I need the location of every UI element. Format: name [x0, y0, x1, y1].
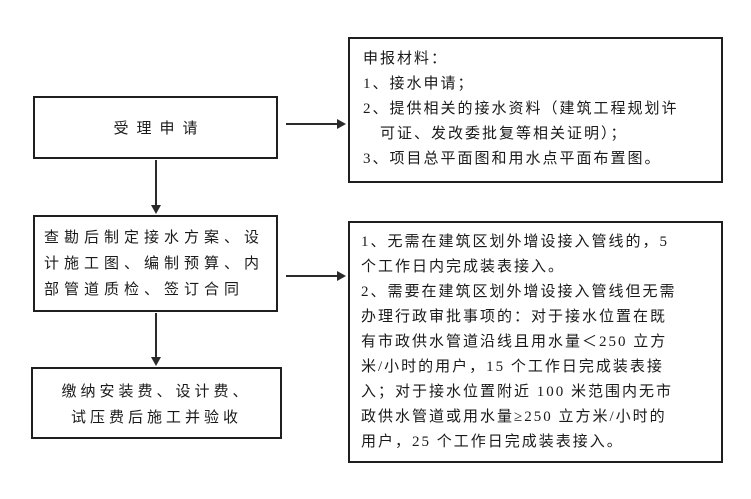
- arrow-shaft: [286, 275, 337, 277]
- flow-box-survey-and-design: 查勘后制定接水方案、设 计施工图、编制预算、内 部管道质检、签订合同: [33, 215, 278, 312]
- arrow-shaft: [286, 123, 337, 125]
- arrow-shaft: [155, 160, 157, 205]
- arrow-survey-to-pay: [151, 313, 161, 366]
- arrow-right-icon: [337, 271, 346, 281]
- text-line: 2、需要在建筑区划外增设接入管线但无需: [361, 284, 677, 300]
- arrow-accept-to-survey: [151, 160, 161, 214]
- text-line: 试压费后施工并验收: [70, 410, 242, 426]
- text-line: 3、项目总平面图和用水点平面布置图。: [363, 151, 662, 167]
- arrow-right-icon: [337, 119, 346, 129]
- text-line: 办理行政审批事项的：对于接水位置在既: [361, 309, 668, 325]
- arrow-survey-to-timelines: [286, 271, 346, 281]
- flow-box-pay-fees-construct: 缴纳安装费、设计费、 试压费后施工并验收: [31, 367, 282, 439]
- text-line: 可证、发改委批复等相关证明）；: [380, 126, 628, 142]
- text-line: 缴纳安装费、设计费、: [61, 384, 252, 400]
- text-line: 个工作日内完成装表接入。: [361, 259, 566, 275]
- text-line: 米/小时的用户，15 个工作日完成装表接: [361, 359, 664, 375]
- text-line: 计施工图、编制预算、内: [44, 256, 265, 272]
- text-line: 用户，25 个工作日完成装表接入。: [361, 434, 624, 450]
- text-line: 入；对于接水位置附近 100 米范围内无市: [361, 384, 674, 400]
- text-line: 部管道质检、签订合同: [44, 282, 245, 298]
- text-line: 1、接水申请；: [363, 76, 475, 92]
- arrow-accept-to-materials: [286, 119, 346, 129]
- text-line: 受理申请: [113, 121, 206, 137]
- text-line: 有市政供水管道沿线且用水量＜250 立方: [361, 334, 668, 350]
- arrow-down-icon: [151, 357, 161, 366]
- text-line: 查勘后制定接水方案、设: [44, 230, 265, 246]
- text-line: 申报材料：: [363, 51, 449, 67]
- text-line: 1、无需在建筑区划外增设接入管线的，5: [361, 234, 670, 250]
- text-line: 政供水管道或用水量≥250 立方米/小时的: [361, 409, 667, 425]
- arrow-down-icon: [151, 205, 161, 214]
- text-line: 2、提供相关的接水资料（建筑工程规划许: [363, 101, 679, 117]
- arrow-shaft: [155, 313, 157, 357]
- flow-box-accept-application: 受理申请: [33, 96, 278, 159]
- flow-box-installation-timelines: 1、无需在建筑区划外增设接入管线的，5 个工作日内完成装表接入。 2、需要在建筑…: [348, 221, 723, 463]
- flow-box-application-materials: 申报材料： 1、接水申请； 2、提供相关的接水资料（建筑工程规划许 可证、发改委…: [348, 37, 723, 183]
